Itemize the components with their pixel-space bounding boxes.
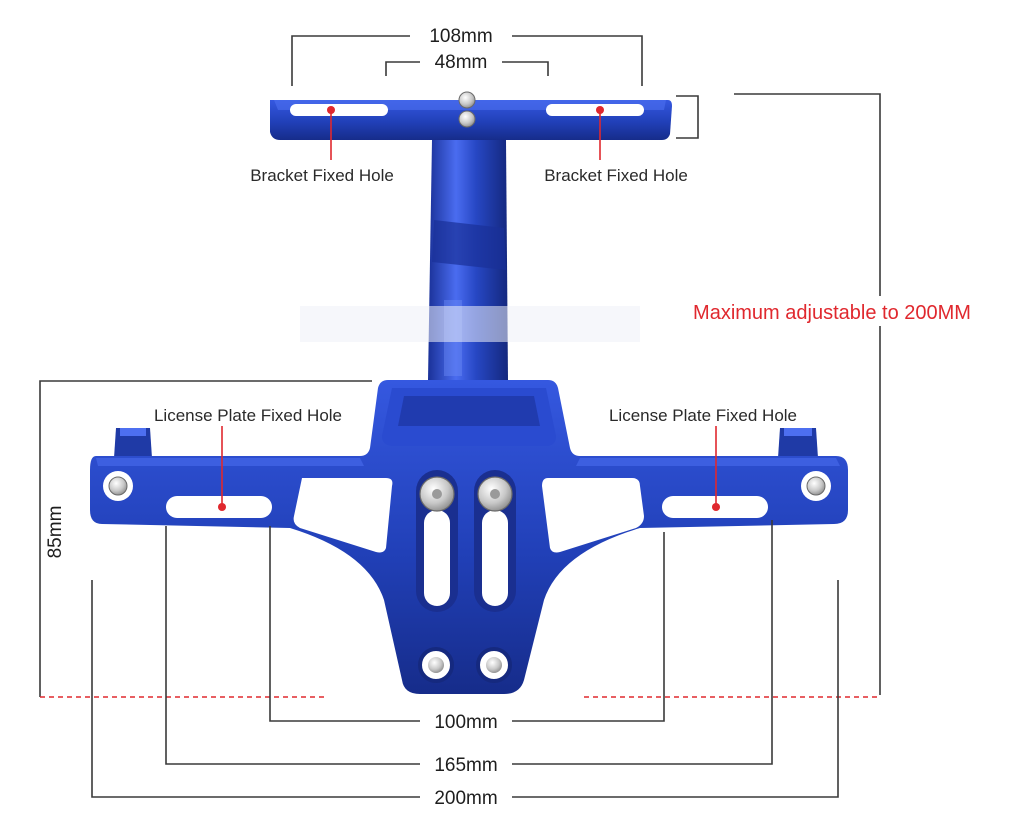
plate-hole-marker-left: [218, 426, 226, 511]
adjustable-note: Maximum adjustable to 200MM: [693, 302, 971, 324]
bracket-stem: [428, 140, 508, 380]
plate-hole-label-right: License Plate Fixed Hole: [609, 406, 797, 425]
bracket-slot-left: [290, 104, 388, 116]
top-bolt-1: [458, 91, 476, 109]
dim-165-label: 165mm: [434, 755, 497, 776]
bracket-slot-right: [546, 104, 644, 116]
dim-165-line: [165, 520, 773, 765]
bracket-hole-marker-right: [596, 106, 604, 160]
dim-adjustable-line: [734, 93, 881, 296]
top-mounting-plate: [270, 91, 672, 140]
dim-plate-thickness-line: [676, 95, 699, 139]
dim-200-line: [91, 580, 839, 798]
plate-hole-label-left: License Plate Fixed Hole: [154, 406, 342, 425]
dim-48-label: 48mm: [435, 52, 488, 73]
license-plate-bracket: [90, 380, 848, 694]
dim-100-label: 100mm: [434, 712, 497, 733]
bracket-hole-label-right: Bracket Fixed Hole: [544, 166, 688, 185]
bracket-hole-label-left: Bracket Fixed Hole: [250, 166, 394, 185]
top-bolt-2: [458, 110, 476, 128]
dim-85-line: [39, 380, 372, 697]
dim-108-line: [291, 35, 643, 86]
dim-48-line: [385, 61, 549, 76]
bracket-hole-marker-left: [327, 106, 335, 160]
plate-hole-marker-right: [712, 426, 720, 511]
dim-100-line: [269, 526, 665, 722]
dim-85-label: 85mm: [45, 506, 66, 559]
dim-200-label: 200mm: [434, 788, 497, 809]
watermark-strip: [300, 306, 640, 342]
dim-108-label: 108mm: [429, 26, 492, 47]
